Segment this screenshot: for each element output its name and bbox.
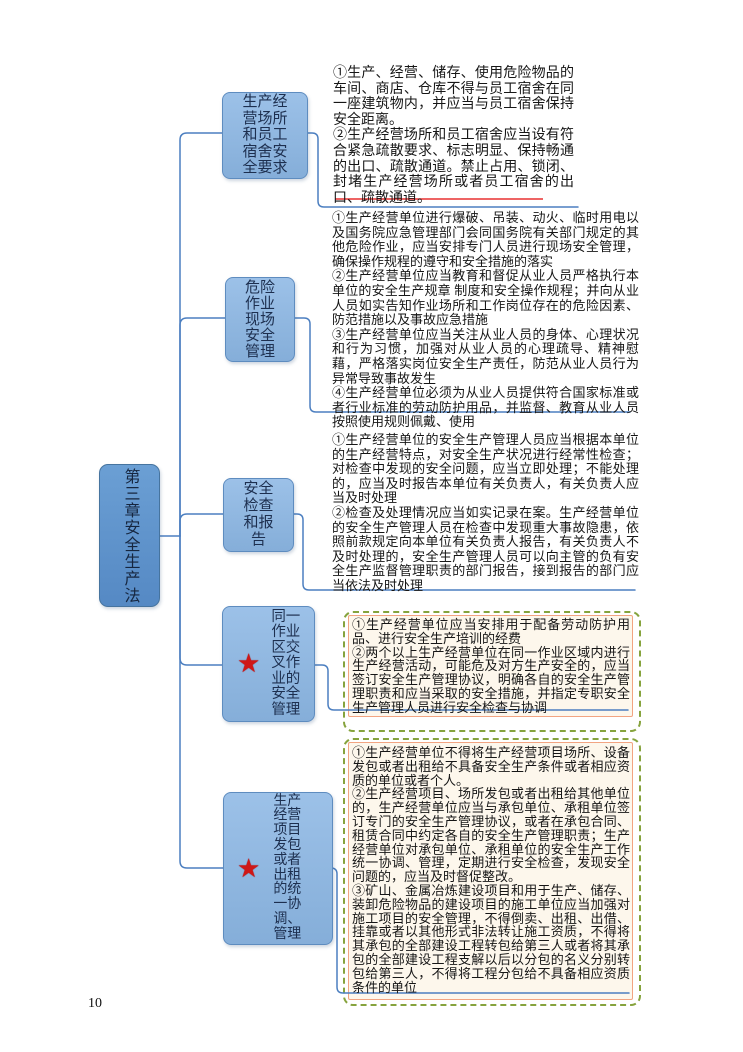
topic-label: 危险作业现场安全管理 [244,279,275,360]
detail-text-safety-inspection: ①生产经营单位的安全生产管理人员应当根据本单位的生产经营特点，对安全生产状况进行… [332,432,639,594]
detail-text-cross-operations: ①生产经营单位应当安排用于配备劳动防护用品、进行安全生产培训的经费 ②两个以上生… [352,618,630,715]
branch-line-5 [179,535,224,869]
branch-line-1 [179,132,223,537]
detail-text-contracting-leasing: ①生产经营单位不得将生产经营项目场所、设备发包或者出租给不具备安全生产条件或者相… [352,746,630,994]
root-topic-node: 第三章安全生产法 [99,464,160,607]
detail-paragraph: ③矿山、金属冶炼建设项目和用于生产、储存、装卸危险物品的建设项目的施工单位应当加… [352,882,630,995]
star-icon: ★ [237,649,261,678]
branch-line-2 [179,317,226,537]
detail-paragraph: ②生产经营项目、场所发包或者出租给其他单位的，生产经营单位应当与承包单位、承租单… [352,786,630,885]
detail-paragraph: ②生产经营场所和员工宿舍应当设有符合紧急疏散要求、标志明显、保持畅通的出口、疏散… [333,128,574,206]
star-icon: ★ [237,853,261,883]
detail-paragraph: ③生产经营单位应当关注从业人员的身体、心理状况和行为习惯，加强对从业人员的心理疏… [332,326,639,386]
detail-paragraph: ①生产、经营、储存、使用危险物品的车间、商店、仓库不得与员工宿舍在同一座建筑物内… [333,66,574,128]
topic-node-contracting-leasing: ★ 生产经营项目发包或者出租的统一协调、管理 [223,792,333,945]
topic-label: 安全检查和报告 [243,481,274,548]
detail-paragraph: ①生产经营单位的安全生产管理人员应当根据本单位的生产经营特点，对安全生产状况进行… [332,432,639,506]
detail-paragraph: ④生产经营单位必须为从业人员提供符合国家标准或者行业标准的劳动防护用品，并监督、… [332,385,639,430]
detail-paragraph: ②两个以上生产经营单位在同一作业区域内进行生产经营活动，可能危及对方生产安全的，… [352,644,630,715]
detail-paragraph: ②检查及处理情况应当如实记录在案。生产经营单位的安全生产管理人员在检查中发现重大… [332,504,639,593]
detail-paragraph: ①生产经营单位进行爆破、吊装、动火、临时用电以及国务院应急管理部门会同国务院有关… [332,210,639,269]
page-number: 10 [88,996,102,1011]
detail-paragraph: ①生产经营单位不得将生产经营项目场所、设备发包或者出租给不具备安全生产条件或者相… [352,745,630,788]
topic-node-workplace-dormitory: 生产经营场所和员工宿舍安全要求 [222,92,308,179]
topic-node-dangerous-operations: 危险作业现场安全管理 [225,277,295,362]
topic-label: 生产经营场所和员工宿舍安全要求 [242,94,288,177]
detail-paragraph: ②生产经营单位应当教育和督促从业人员严格执行本单位的安全生产规章 制度和安全操作… [332,268,639,328]
topic-label: 生产经营项目发包或者出租的统一协调、管理 [273,793,302,942]
topic-node-safety-inspection: 安全检查和报告 [223,478,294,552]
topic-label: 同一作业区交叉作业的安全管理 [271,609,301,718]
detail-paragraph: ①生产经营单位应当安排用于配备劳动防护用品、进行安全生产培训的经费 [352,617,630,646]
detail-text-dangerous-operations: ①生产经营单位进行爆破、吊装、动火、临时用电以及国务院应急管理部门会同国务院有关… [332,210,639,430]
branch-line-3 [179,513,224,537]
detail-text-workplace-dormitory: ①生产、经营、储存、使用危险物品的车间、商店、仓库不得与员工宿舍在同一座建筑物内… [333,66,574,206]
topic-node-cross-operations: ★ 同一作业区交叉作业的安全管理 [222,606,315,722]
root-topic-label: 第三章安全生产法 [121,467,139,604]
branch-line-4 [179,535,223,666]
